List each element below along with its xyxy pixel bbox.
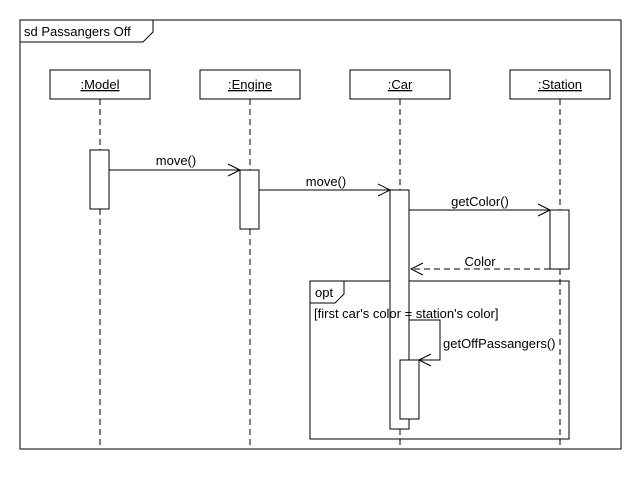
message-move-label: move()	[306, 174, 346, 189]
arrowhead-icon	[409, 262, 424, 276]
opt-fragment-tab	[310, 281, 345, 304]
activation-model[interactable]	[89, 149, 110, 210]
activation-car-nested[interactable]	[399, 359, 420, 420]
lifeline-engine: :Engine	[199, 69, 301, 449]
message-move-engine-car[interactable]: move()	[259, 174, 392, 197]
lifeline-engine-name: :Engine	[228, 77, 272, 92]
frame-label-tab	[20, 20, 154, 43]
opt-guard-text: [first car's color = station's color]	[314, 306, 499, 321]
lifeline-engine-head[interactable]	[199, 69, 301, 100]
opt-fragment-operator: opt	[315, 285, 333, 300]
lifeline-station-name: :Station	[538, 77, 582, 92]
activation-station[interactable]	[549, 209, 570, 270]
message-move-label: move()	[156, 153, 196, 168]
message-color-return[interactable]: Color	[409, 254, 550, 276]
arrowhead-icon	[417, 353, 432, 367]
message-getoffpassangers[interactable]: getOffPassangers()	[409, 319, 555, 367]
opt-fragment-border[interactable]	[309, 280, 570, 440]
lifeline-model-name: :Model	[80, 77, 119, 92]
opt-fragment: opt	[309, 280, 570, 440]
arrowhead-icon	[377, 183, 392, 197]
lifeline-station: :Station	[509, 69, 611, 449]
lifeline-station-head[interactable]	[509, 69, 611, 100]
message-color-label: Color	[464, 254, 496, 269]
lifeline-car-name: :Car	[388, 77, 413, 92]
frame-label: sd Passangers Off	[24, 24, 131, 39]
lifeline-model: :Model	[49, 69, 151, 449]
message-getcolor-label: getColor()	[451, 194, 509, 209]
arrowhead-icon	[537, 203, 552, 217]
message-getoffpassangers-label: getOffPassangers()	[443, 336, 555, 351]
arrowhead-icon	[227, 163, 242, 177]
message-getoffpassangers-line	[409, 319, 441, 361]
opt-guard: [first car's color = station's color]	[314, 306, 499, 321]
message-move-model-engine[interactable]: move()	[109, 153, 242, 177]
message-getcolor[interactable]: getColor()	[409, 194, 552, 217]
activation-engine[interactable]	[239, 169, 260, 230]
